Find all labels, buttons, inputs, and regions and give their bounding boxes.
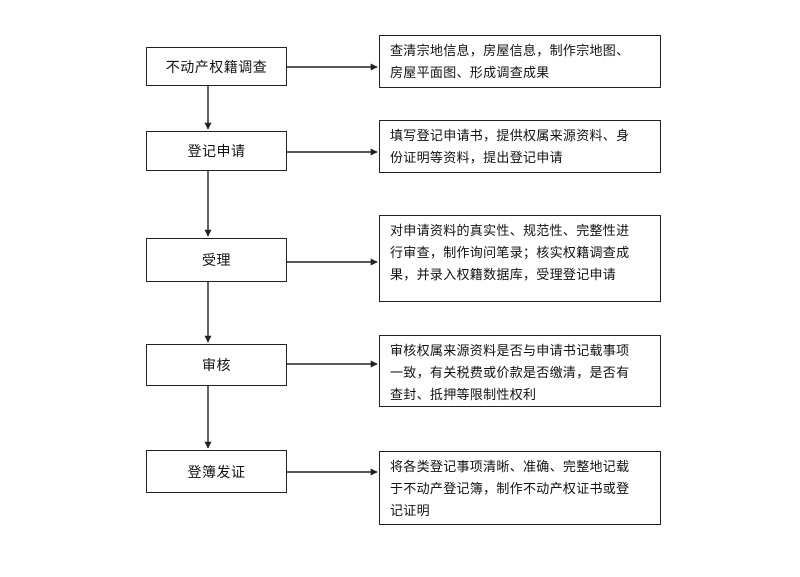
description-line: 填写登记申请书，提供权属来源资料、身	[390, 129, 630, 144]
description-line: 将各类登记事项清晰、准确、完整地记载	[390, 460, 630, 475]
description-line: 一致，有关税费或价款是否缴清，是否有	[390, 366, 630, 381]
description-line: 于不动产登记簿，制作不动产权证书或登	[390, 482, 630, 497]
step-box-register-and-issue: 登簿发证	[146, 450, 287, 493]
step-description-review: 审核权属来源资料是否与申请书记载事项 一致，有关税费或价款是否缴清，是否有 查封…	[379, 335, 661, 407]
description-line: 查封、抵押等限制性权利	[390, 388, 537, 403]
description-line: 记证明	[390, 504, 430, 519]
step-description-acceptance: 对申请资料的真实性、规范性、完整性进 行审查，制作询问笔录；核实权籍调查成 果，…	[379, 215, 661, 302]
description-line: 对申请资料的真实性、规范性、完整性进	[390, 224, 630, 239]
description-line: 行审查，制作询问笔录；核实权籍调查成	[390, 246, 630, 261]
step-label: 审核	[202, 358, 231, 374]
step-label: 登记申请	[187, 144, 246, 160]
step-label: 登簿发证	[187, 464, 246, 481]
description-line: 查清宗地信息，房屋信息，制作宗地图、	[390, 44, 630, 59]
step-box-acceptance: 受理	[146, 238, 287, 282]
description-line: 份证明等资料，提出登记申请	[390, 151, 563, 166]
description-line: 果，并录入权籍数据库，受理登记申请	[390, 268, 617, 283]
step-box-review: 审核	[146, 344, 287, 386]
step-description-cadastral-survey: 查清宗地信息，房屋信息，制作宗地图、 房屋平面图、形成调查成果	[379, 35, 661, 88]
description-line: 房屋平面图、形成调查成果	[390, 66, 550, 81]
step-description-registration-application: 填写登记申请书，提供权属来源资料、身 份证明等资料，提出登记申请	[379, 120, 661, 173]
step-box-cadastral-survey: 不动产权籍调查	[146, 47, 287, 86]
step-box-registration-application: 登记申请	[146, 131, 287, 171]
step-label: 受理	[202, 253, 231, 269]
step-description-register-and-issue: 将各类登记事项清晰、准确、完整地记载 于不动产登记簿，制作不动产权证书或登 记证…	[379, 451, 661, 525]
step-label: 不动产权籍调查	[165, 59, 268, 76]
description-line: 审核权属来源资料是否与申请书记载事项	[390, 344, 630, 359]
